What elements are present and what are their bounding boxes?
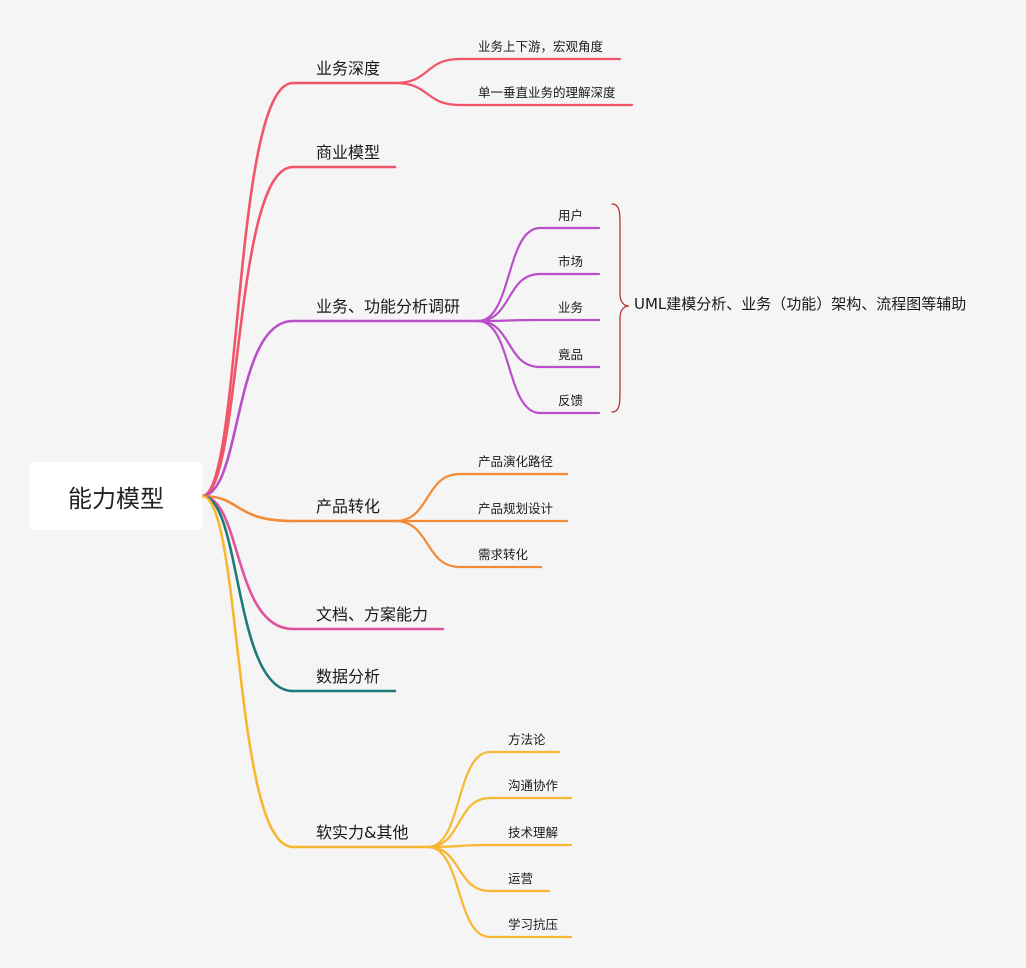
child-connector xyxy=(426,750,492,849)
child-node[interactable]: 学习抗压 xyxy=(508,917,559,932)
child-connector xyxy=(393,57,462,85)
child-node[interactable]: 运营 xyxy=(508,871,534,886)
child-node[interactable]: 技术理解 xyxy=(508,825,559,840)
child-connector xyxy=(426,796,492,849)
child-connector xyxy=(426,845,492,939)
branch-connector xyxy=(200,319,295,498)
branch-business-depth[interactable]: 业务深度 xyxy=(316,59,381,78)
root-node-label: 能力模型 xyxy=(68,484,164,513)
branch-product-conversion[interactable]: 产品转化 xyxy=(316,497,381,516)
summary-brace xyxy=(611,203,630,413)
child-connector xyxy=(476,226,542,323)
child-connector xyxy=(393,472,462,523)
branch-connector xyxy=(200,494,295,849)
branch-soft-skills[interactable]: 软实力&其他 xyxy=(316,823,409,842)
branch-connector xyxy=(200,494,295,631)
branch-connector xyxy=(200,81,295,498)
child-node[interactable]: 市场 xyxy=(558,254,584,269)
child-node[interactable]: 方法论 xyxy=(508,732,546,747)
child-node[interactable]: 产品演化路径 xyxy=(478,454,554,469)
child-connector xyxy=(476,318,542,323)
branch-business-model[interactable]: 商业模型 xyxy=(316,143,381,162)
child-connector xyxy=(393,519,462,569)
root-node[interactable]: 能力模型 xyxy=(30,462,202,530)
child-node[interactable]: 业务上下游，宏观角度 xyxy=(478,39,604,54)
branch-business-function-analysis[interactable]: 业务、功能分析调研 xyxy=(316,297,461,316)
child-node[interactable]: 反馈 xyxy=(558,393,584,408)
branch-connector xyxy=(200,165,295,498)
child-node[interactable]: 用户 xyxy=(558,208,584,223)
child-connector xyxy=(426,845,492,893)
child-connector xyxy=(476,319,542,369)
child-connector xyxy=(476,319,542,415)
child-node[interactable]: 产品规划设计 xyxy=(478,501,554,516)
branch-connector xyxy=(200,494,295,693)
child-node[interactable]: 竟品 xyxy=(558,347,584,362)
child-node[interactable]: 单一垂直业务的理解深度 xyxy=(478,85,616,100)
child-connector xyxy=(476,272,542,323)
child-connector xyxy=(393,81,462,107)
summary-note[interactable]: UML建模分析、业务（功能）架构、流程图等辅助 xyxy=(634,295,967,313)
branch-connector xyxy=(200,494,295,523)
child-node[interactable]: 业务 xyxy=(558,300,584,315)
branch-data-analysis[interactable]: 数据分析 xyxy=(316,667,381,686)
branch-documentation-ability[interactable]: 文档、方案能力 xyxy=(316,605,429,624)
child-node[interactable]: 需求转化 xyxy=(478,547,529,562)
child-node[interactable]: 沟通协作 xyxy=(508,778,559,793)
